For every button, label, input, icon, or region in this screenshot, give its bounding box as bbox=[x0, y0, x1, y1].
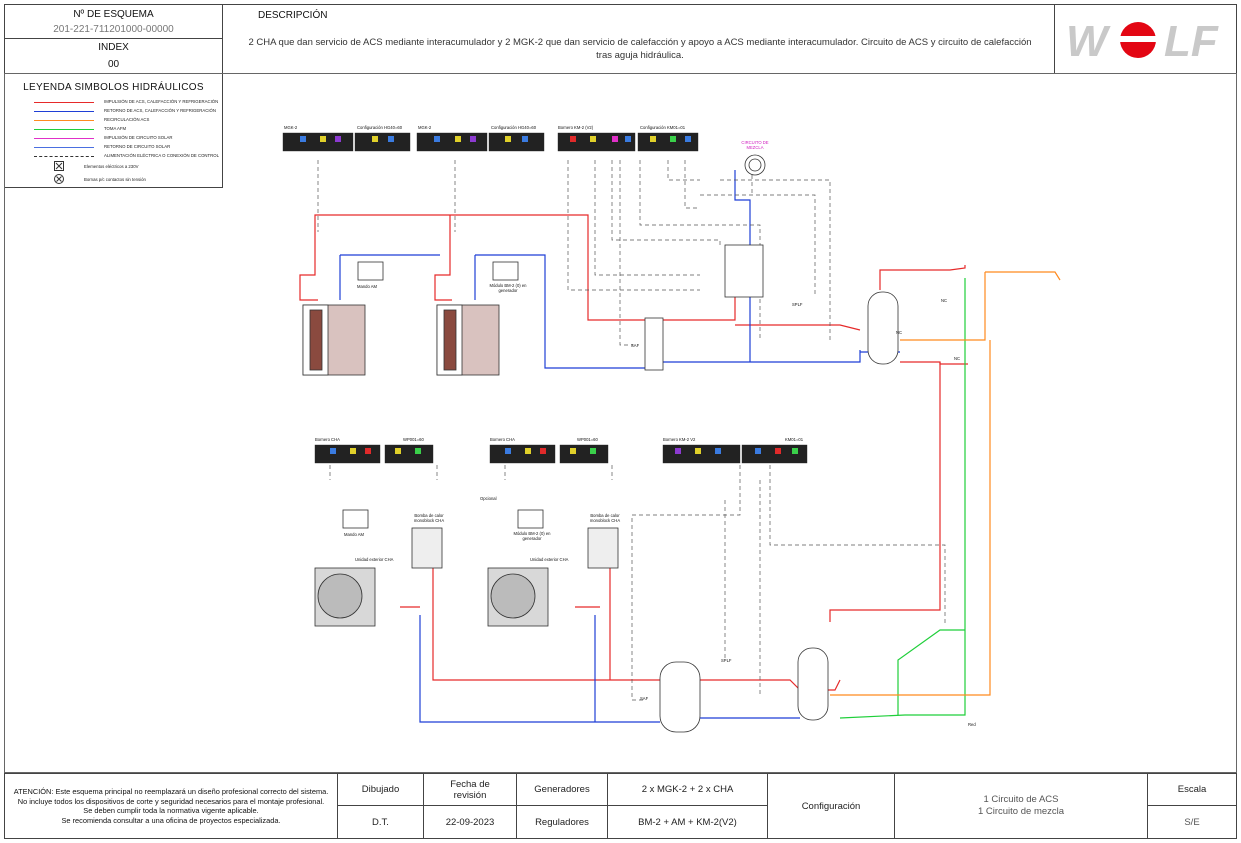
legend-item: RETORNO DE CIRCUITO SOLAR bbox=[104, 144, 171, 149]
mixing-circuit-label: CIRCUITO DE MEZCLA bbox=[741, 140, 769, 150]
board-label: MGK-2 bbox=[418, 125, 432, 130]
dibujado-value: D.T. bbox=[337, 805, 424, 839]
heat-pump-label-2: Bomba de calor monoblock CHA bbox=[589, 513, 621, 523]
legend-item: IMPULSIÓN DE ACS, CALEFACCIÓN Y REFRIGER… bbox=[104, 99, 219, 104]
board-label: Bornero CHA bbox=[315, 437, 340, 442]
drawing-frame bbox=[4, 73, 1237, 773]
scheme-number: 201-221-711201000-00000 bbox=[53, 24, 174, 35]
board-label: Configuración HG40=60 bbox=[491, 125, 537, 130]
sensor-splf: SPLF bbox=[792, 302, 803, 307]
valve-nc: NC bbox=[896, 330, 903, 335]
fecha-label: Fecha de revisión bbox=[423, 773, 517, 806]
box-x-icon bbox=[54, 161, 64, 171]
board-label: Configuración KM01=01 bbox=[640, 125, 686, 130]
sensor-splf-2: SPLF bbox=[721, 658, 732, 663]
legend-item: RETORNO DE ACS, CALEFACCIÓN Y REFRIGERAC… bbox=[104, 108, 216, 113]
valve-nc: NC bbox=[941, 298, 948, 303]
legend-item: Elementos eléctricos a 230V bbox=[84, 164, 139, 169]
fecha-value: 22-09-2023 bbox=[423, 805, 517, 839]
sensor-saf: SAF bbox=[631, 343, 640, 348]
board-label: WP001=60 bbox=[403, 437, 424, 442]
board-label: Configuración HG40=60 bbox=[357, 125, 403, 130]
valve-nc: NC bbox=[954, 356, 961, 361]
legend-item: Bornas p/c contactos sin tensión bbox=[84, 177, 146, 182]
outdoor-unit-label: Unidad exterior CHA bbox=[355, 557, 394, 562]
legend-swatch-solar-retorno bbox=[34, 147, 94, 148]
outdoor-unit-label-2: Unidad exterior CHA bbox=[530, 557, 569, 562]
board-label: Bornero KM-2 (V2) bbox=[558, 125, 594, 130]
legend-swatch-toma-afm bbox=[34, 129, 94, 130]
board-label: WP001=60 bbox=[577, 437, 598, 442]
svg-text:W: W bbox=[1066, 18, 1111, 62]
configuracion-value: 1 Circuito de ACS 1 Circuito de mezcla bbox=[894, 773, 1148, 839]
circle-x-icon bbox=[54, 174, 64, 184]
legend-swatch-retorno bbox=[34, 111, 94, 112]
description-label: DESCRIPCIÓN bbox=[258, 10, 328, 21]
legend-item: TOMA AFM bbox=[104, 126, 127, 131]
footer-note-cell: ATENCIÓN: Este esquema principal no reem… bbox=[4, 773, 338, 839]
sensor-saf-2: SAF bbox=[640, 696, 649, 701]
svg-text:LF: LF bbox=[1164, 18, 1219, 62]
board-label: Bornero CHA bbox=[490, 437, 515, 442]
index-label: INDEX bbox=[98, 42, 129, 53]
description-text: 2 CHA que dan servicio de ACS mediante i… bbox=[248, 37, 1032, 61]
legend-swatch-recirculacion bbox=[34, 120, 94, 121]
generadores-value: 2 x MGK-2 + 2 x CHA bbox=[607, 773, 768, 806]
modulo-bm2-label: Módulo BM-2 (0) en generador bbox=[489, 283, 527, 293]
escala-label: Escala bbox=[1147, 773, 1237, 806]
heat-pump-label: Bomba de calor monoblock CHA bbox=[413, 513, 445, 523]
legend-item: ALIMENTACIÓN ELÉCTRICA O CONEXIÓN DE CON… bbox=[104, 153, 219, 158]
board-label: KM01=01 bbox=[785, 437, 804, 442]
legend-swatch-solar-impulsion bbox=[34, 138, 94, 139]
dibujado-label: Dibujado bbox=[337, 773, 424, 806]
index-value: 00 bbox=[107, 59, 120, 70]
configuracion-label: Configuración bbox=[767, 773, 895, 839]
wolf-logo: W LF bbox=[1066, 18, 1219, 62]
modulo-bm2-label-2: Módulo BM-2 (0) en generador bbox=[513, 531, 551, 541]
generadores-label: Generadores bbox=[516, 773, 608, 806]
escala-value: S/E bbox=[1147, 805, 1237, 839]
footer-note: ATENCIÓN: Este esquema principal no reem… bbox=[13, 787, 329, 825]
scheme-number-label: Nº DE ESQUEMA bbox=[73, 9, 154, 20]
reguladores-label: Reguladores bbox=[516, 805, 608, 839]
network-red-label: Red bbox=[968, 722, 976, 727]
board-label: Bornero KM-2 V2 bbox=[663, 437, 696, 442]
optional-label: Opcional bbox=[480, 496, 497, 501]
legend-list: IMPULSIÓN DE ACS, CALEFACCIÓN Y REFRIGER… bbox=[4, 95, 223, 185]
board-label: MGK-2 bbox=[284, 125, 298, 130]
legend-title: LEYENDA SIMBOLOS HIDRÁULICOS bbox=[23, 82, 204, 93]
legend-item: IMPULSIÓN DE CIRCUITO SOLAR bbox=[104, 135, 173, 140]
divider bbox=[4, 38, 223, 39]
reguladores-value: BM-2 + AM + KM-2(V2) bbox=[607, 805, 768, 839]
legend-item: RECIRCULACIÓN ACS bbox=[104, 117, 150, 122]
mando-am-label: Mando AM bbox=[357, 284, 378, 289]
legend-swatch-electrica bbox=[34, 156, 94, 157]
mando-am-label-2: Mando AM bbox=[344, 532, 365, 537]
legend-swatch-impulsion bbox=[34, 102, 94, 103]
